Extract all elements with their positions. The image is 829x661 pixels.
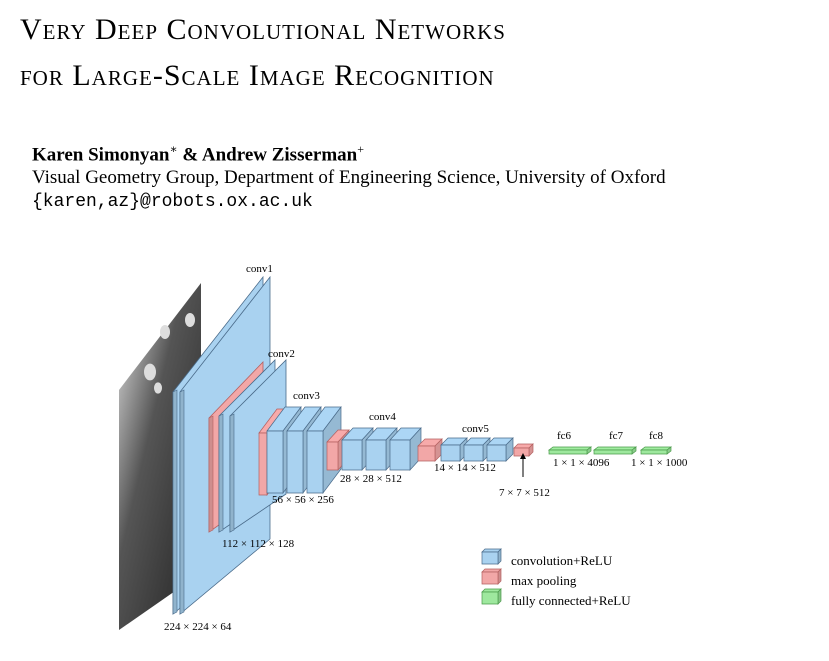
paper-title-line-1: Very Deep Convolutional Networks <box>20 13 506 46</box>
fc8-top <box>639 446 673 451</box>
legend-label-conv: convolution+ReLU <box>511 553 613 568</box>
fc8-front <box>640 449 668 455</box>
dim-14: 14 × 14 × 512 <box>434 462 496 474</box>
input-image-highlight <box>144 363 156 381</box>
dim-7: 7 × 7 × 512 <box>499 487 550 499</box>
legend-label-fc: fully connected+ReLU <box>511 593 631 608</box>
label-fc7: fc7 <box>609 430 624 442</box>
conv3-a-front <box>266 430 284 494</box>
dim-28: 28 × 28 × 512 <box>340 473 402 485</box>
authors: Karen Simonyan∗ & Andrew Zisserman+ <box>32 142 364 166</box>
conv2-a-edge <box>218 413 224 533</box>
fc7-top <box>592 446 638 451</box>
label-conv4: conv4 <box>369 411 396 423</box>
conv1-b-edge <box>179 389 185 615</box>
author-conjunction: & <box>177 144 202 166</box>
pool3-front <box>326 441 339 471</box>
conv5-b-front <box>463 444 484 462</box>
legend-swatch-pool <box>497 568 502 585</box>
label-fc8: fc8 <box>649 430 664 442</box>
input-image-highlight <box>185 313 195 327</box>
conv5-a-front <box>440 444 461 462</box>
fc6-front <box>548 449 588 455</box>
legend-swatch-fc <box>497 588 502 605</box>
label-conv3: conv3 <box>293 390 320 402</box>
dim-1000: 1 × 1 × 1000 <box>631 457 688 469</box>
conv3-b-front <box>286 430 304 494</box>
dim-112: 112 × 112 × 128 <box>222 538 295 550</box>
input-image-highlight <box>160 325 170 339</box>
fc7-front <box>593 449 633 455</box>
label-conv5: conv5 <box>462 423 489 435</box>
conv3-c-front <box>306 430 324 494</box>
network-layers <box>119 275 673 630</box>
pool2-front <box>258 432 268 496</box>
conv5-c-front <box>486 444 507 462</box>
legend-swatch-pool <box>481 571 499 585</box>
conv2-b-edge <box>229 413 235 533</box>
legend-swatch-conv <box>481 551 499 565</box>
affiliation: Visual Geometry Group, Department of Eng… <box>32 167 666 188</box>
author-2: Andrew Zisserman <box>201 144 358 166</box>
label-conv1: conv1 <box>246 263 273 275</box>
paper-title-line-2: for Large-Scale Image Recognition <box>20 59 495 92</box>
pool5-arrow <box>520 453 526 477</box>
author-2-mark: + <box>357 142 365 156</box>
conv1-a-edge <box>172 389 178 615</box>
author-1: Karen Simonyan <box>32 144 170 166</box>
dim-224: 224 × 224 × 64 <box>164 621 232 633</box>
dim-56: 56 × 56 × 256 <box>272 494 334 506</box>
label-fc6: fc6 <box>557 430 572 442</box>
legend-label-pool: max pooling <box>511 573 577 588</box>
email: {karen,az}@robots.ox.ac.uk <box>32 192 313 212</box>
input-image-highlight <box>154 382 162 394</box>
fc6-top <box>547 446 593 451</box>
conv4-a-front <box>341 439 363 471</box>
legend: convolution+ReLU max pooling fully conne… <box>481 548 631 608</box>
pool5-front <box>513 447 530 457</box>
pool4-front <box>417 445 436 462</box>
pool1-edge <box>208 415 214 533</box>
label-conv2: conv2 <box>268 348 295 360</box>
dim-4096: 1 × 1 × 4096 <box>553 457 610 469</box>
legend-swatch-conv <box>497 548 502 565</box>
legend-swatch-fc <box>481 591 499 605</box>
conv4-b-front <box>365 439 387 471</box>
author-1-mark: ∗ <box>169 142 178 156</box>
conv4-c-front <box>389 439 411 471</box>
